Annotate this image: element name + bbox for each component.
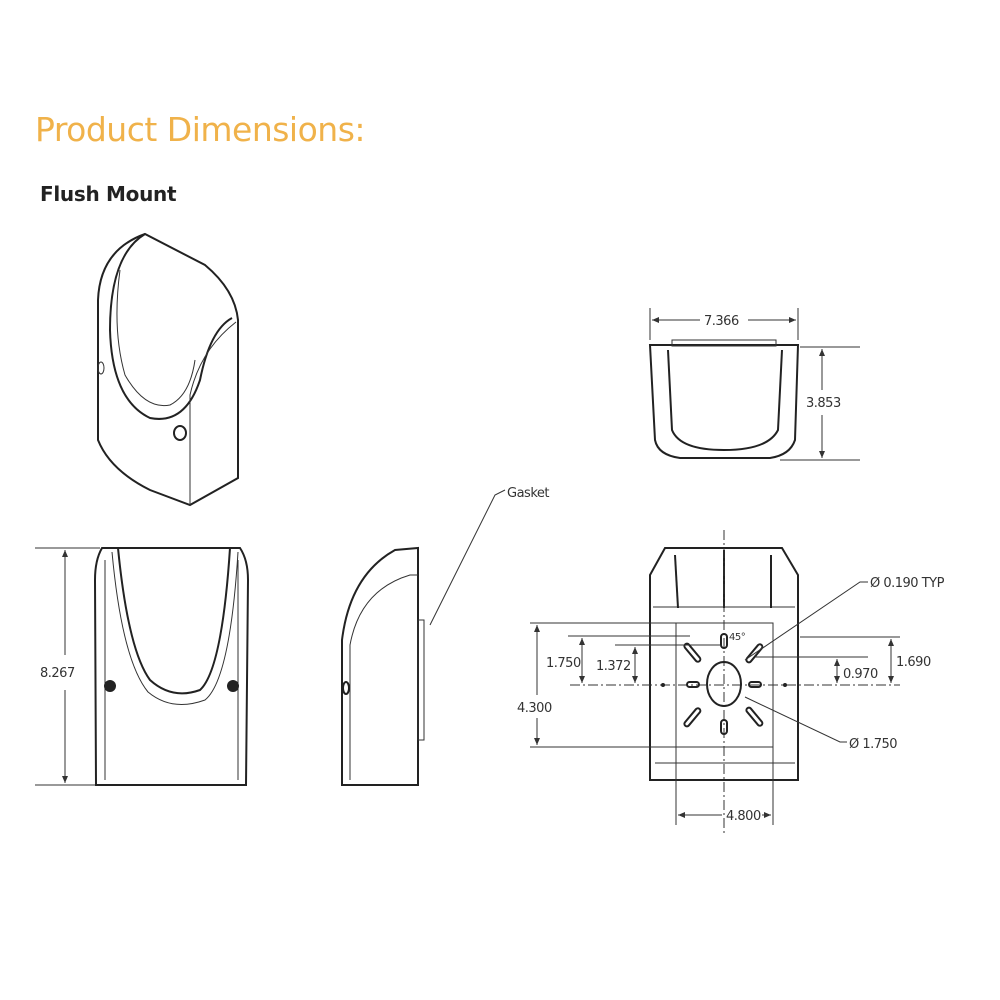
width-dimension-label: 7.366 — [704, 314, 739, 329]
depth-dimension-label: 3.853 — [806, 396, 841, 411]
section-subtitle: Flush Mount — [40, 182, 177, 206]
dimension-4800-label: 4.800 — [726, 809, 761, 824]
dimension-1372-label: 1.372 — [596, 659, 631, 674]
top-view: 7.366 3.853 — [648, 308, 860, 461]
hole-diameter-label: Ø 0.190 TYP — [870, 576, 945, 591]
gasket-label: Gasket — [507, 486, 549, 501]
isometric-view — [97, 232, 239, 507]
center-hole-diameter-label: Ø 1.750 — [849, 737, 897, 752]
mounting-view: 45° Ø 0.190 TYP Ø 1.750 4.300 1.750 1.37… — [517, 530, 945, 835]
height-dimension-label: 8.267 — [40, 666, 75, 681]
screw-icon — [227, 680, 239, 692]
side-view: Gasket — [341, 486, 550, 786]
page-title: Product Dimensions: — [35, 110, 366, 149]
front-view: 8.267 — [35, 547, 250, 786]
dimension-4300-label: 4.300 — [517, 701, 552, 716]
angle-label: 45° — [729, 632, 746, 643]
dimension-0970-label: 0.970 — [843, 667, 878, 682]
center-hole — [706, 661, 742, 707]
dimension-1690-label: 1.690 — [896, 655, 931, 670]
dimension-1750-label: 1.750 — [546, 656, 581, 671]
screw-icon — [104, 680, 116, 692]
